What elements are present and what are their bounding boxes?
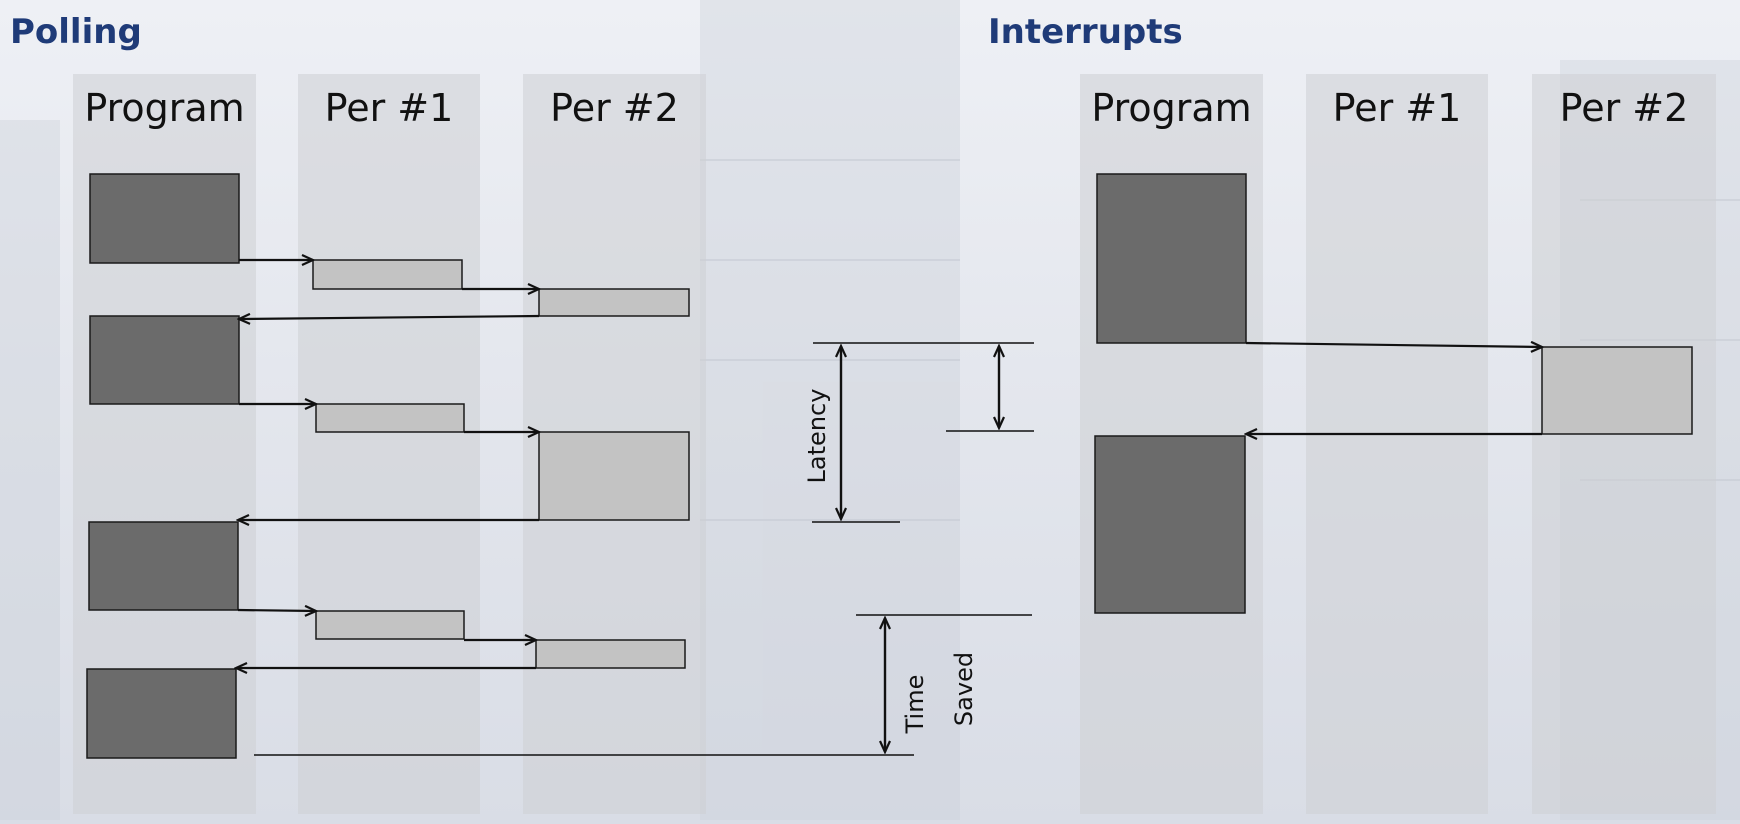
- polling-per1-block-3: [315, 610, 465, 640]
- polling-lane-label-program: Program: [84, 86, 245, 130]
- polling-per2-block-1: [538, 288, 690, 317]
- interrupts-arrow-prog-to-per2: [1245, 343, 1542, 347]
- interrupts-program-block-2: [1094, 435, 1246, 614]
- polling-arrows: [236, 260, 539, 668]
- polling-program-block-2: [89, 315, 240, 405]
- polling-per2-block-3: [535, 639, 686, 669]
- time-saved-annotation: [254, 614, 1032, 756]
- time-saved-label-line2: Saved: [950, 652, 978, 726]
- latency-label: Latency: [803, 389, 831, 484]
- interrupts-per2-block-1: [1541, 346, 1693, 435]
- polling-lane-label-per2: Per #2: [550, 86, 679, 130]
- polling-program-block-3: [88, 521, 239, 611]
- interrupts-program-block-1: [1096, 173, 1247, 344]
- interrupts-lane-label-program: Program: [1091, 86, 1252, 130]
- polling-lane-per1: [298, 74, 480, 814]
- polling-peripheral-blocks: [312, 259, 690, 669]
- interrupts-program-blocks: [1094, 173, 1247, 614]
- time-saved-label-line1: Time: [901, 675, 929, 735]
- interrupts-peripheral-blocks: [1541, 346, 1693, 435]
- polling-program-block-1: [89, 173, 240, 264]
- polling-arrow-per2-to-prog-1: [239, 316, 540, 319]
- polling-lane-label-per1: Per #1: [324, 86, 454, 130]
- interrupts-title: Interrupts: [988, 12, 1183, 52]
- polling-per2-block-2: [538, 431, 690, 521]
- polling-arrow-prog-to-per1-3: [237, 610, 316, 611]
- polling-program-block-4: [86, 668, 237, 759]
- interrupts-lane-label-per1: Per #1: [1332, 86, 1462, 130]
- latency-annotation: [812, 342, 1034, 523]
- polling-title: Polling: [10, 12, 142, 52]
- interrupts-arrows: [1246, 343, 1542, 434]
- interrupts-lane-label-per2: Per #2: [1559, 86, 1689, 130]
- interrupts-lane-per1: [1306, 74, 1488, 814]
- polling-program-blocks: [86, 173, 240, 759]
- interrupts-lane-per2: [1532, 74, 1716, 814]
- polling-per1-block-1: [312, 259, 463, 290]
- polling-per1-block-2: [315, 403, 465, 433]
